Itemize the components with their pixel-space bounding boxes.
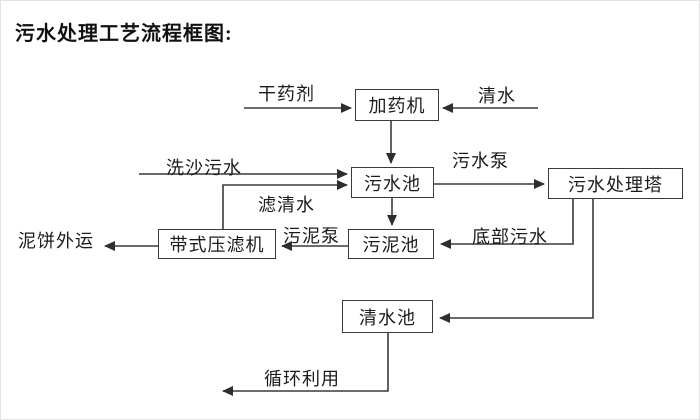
page-title: 污水处理工艺流程框图: [15,23,233,45]
node-belt-filter-press: 带式压滤机 [158,229,276,259]
label-sewage-pump: 污水泵 [452,151,509,171]
edge-tower-to-sludge-pool [440,199,574,249]
node-dosing-machine: 加药机 [355,89,439,121]
node-clean-water-pool-label: 清水池 [359,307,416,328]
label-mud-cake-out: 泥饼外运 [18,231,94,251]
node-belt-filter-press-label: 带式压滤机 [169,235,265,255]
label-sludge-pump: 污泥泵 [283,226,340,246]
node-treatment-tower: 污水处理塔 [548,168,683,199]
edge-tower-to-clean-pool [439,199,594,323]
label-bottom-sewage: 底部污水 [472,227,548,247]
node-sewage-pool-label: 污水池 [364,173,421,194]
label-clean-water-in: 清水 [478,86,516,106]
label-recycle-use: 循环利用 [264,369,340,389]
edge-filter-press-to-sewage-pool [222,180,348,229]
node-sludge-pool: 污泥池 [348,229,434,259]
node-clean-water-pool: 清水池 [342,300,433,333]
label-sand-washing-sewage: 洗沙污水 [166,158,242,178]
label-dry-agent: 干药剂 [258,84,315,104]
node-sewage-pool: 污水池 [351,167,434,198]
edge-clean-pool-to-recycle [222,333,389,396]
node-treatment-tower-label: 污水处理塔 [568,174,663,195]
label-filtered-water: 滤清水 [258,195,315,215]
node-sludge-pool-label: 污泥池 [362,235,420,255]
node-dosing-machine-label: 加药机 [368,96,426,116]
